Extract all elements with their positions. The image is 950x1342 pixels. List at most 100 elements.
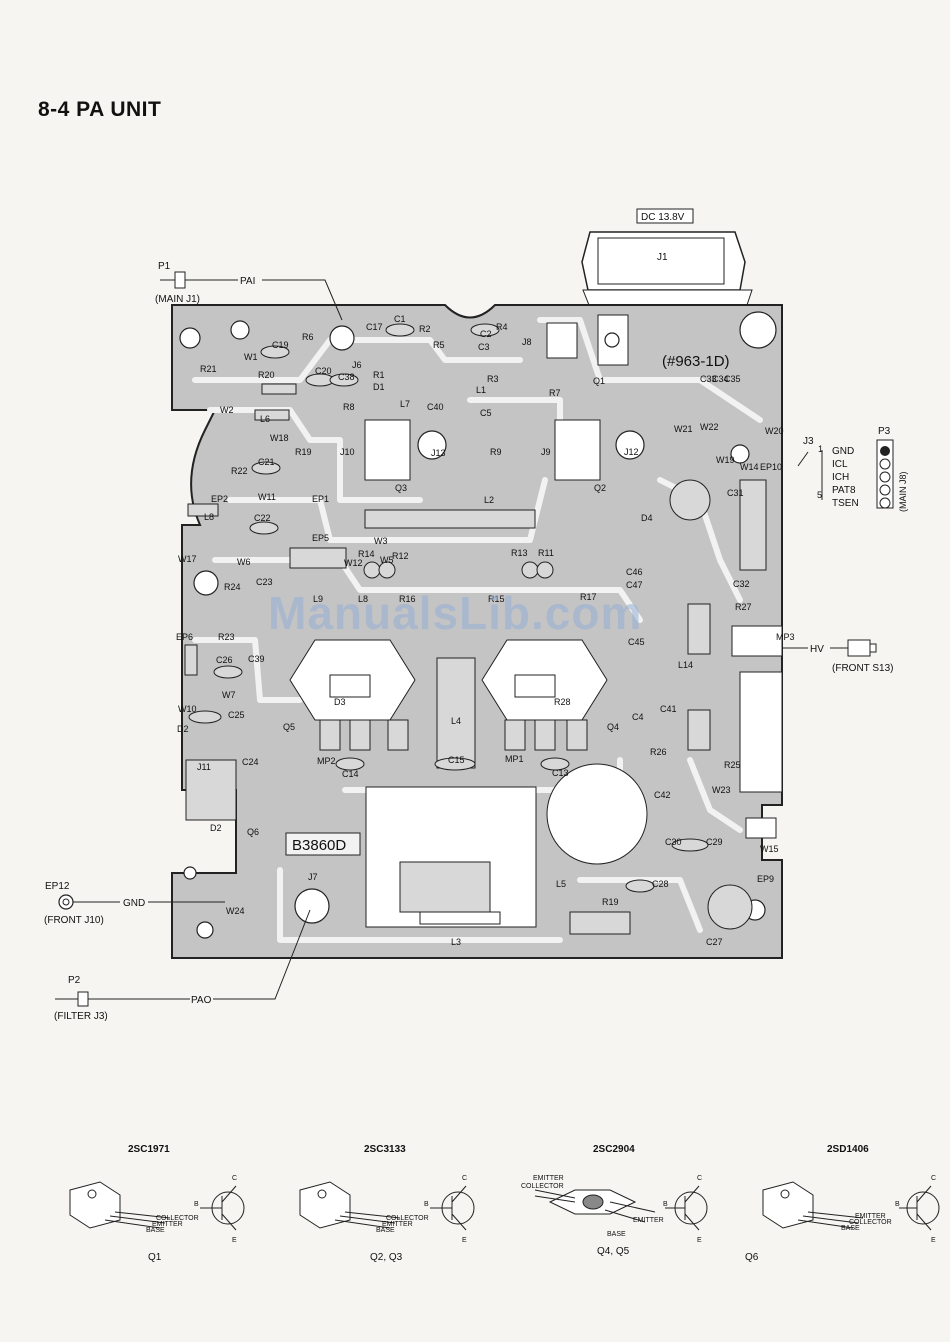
page-title: 8-4 PA UNIT [38,98,162,121]
svg-text:COLLECTOR: COLLECTOR [521,1183,564,1190]
svg-text:W19: W19 [716,455,735,465]
svg-text:L1: L1 [476,385,486,395]
svg-text:C: C [931,1175,936,1182]
svg-text:R3: R3 [487,374,499,384]
transistor-refs: Q2, Q3 [370,1252,403,1263]
svg-text:J8: J8 [522,337,532,347]
svg-text:R1: R1 [373,370,385,380]
connector-j3-p3: J3 P3 1 5 GND ICL ICH PAT8 TSEN (MAIN J8… [797,426,908,512]
svg-text:C39: C39 [248,654,265,664]
svg-text:C34: C34 [712,374,729,384]
svg-text:C41: C41 [660,704,677,714]
transistor-type: 2SC2904 [593,1144,635,1155]
svg-text:R13: R13 [511,548,528,558]
svg-text:COLLECTOR: COLLECTOR [156,1215,199,1222]
svg-text:C32: C32 [733,579,750,589]
svg-text:W11: W11 [258,492,276,502]
svg-text:R15: R15 [488,594,505,604]
svg-text:R19: R19 [295,447,312,457]
svg-text:C26: C26 [216,655,233,665]
svg-text:E: E [232,1237,237,1244]
svg-text:C17: C17 [366,322,383,332]
svg-text:D2: D2 [210,823,222,833]
transistor-package-icon: EMITTER COLLECTOR BASE C B E [762,1175,940,1244]
svg-text:(MAIN J8): (MAIN J8) [898,471,908,512]
connector-p1: P1 PAI (MAIN J1) [155,261,343,321]
svg-text:EMITTER: EMITTER [855,1213,886,1220]
svg-text:R20: R20 [258,370,275,380]
svg-text:PAO: PAO [191,995,212,1006]
svg-text:J3: J3 [803,436,814,447]
svg-text:C13: C13 [552,768,569,778]
svg-text:EP1: EP1 [312,494,329,504]
svg-text:D2: D2 [177,724,189,734]
watermark: ManualsLib.com [268,587,643,639]
svg-text:EP5: EP5 [312,533,329,543]
svg-text:GND: GND [832,446,854,457]
svg-text:C19: C19 [272,340,289,350]
transistor-package-icon: EMITTER COLLECTOR BASE EMITTER C B E [521,1175,708,1244]
connector-ep12: EP12 GND (FRONT J10) [44,881,225,926]
svg-text:EP12: EP12 [45,881,70,892]
svg-text:R22: R22 [231,466,248,476]
svg-text:W17: W17 [178,554,197,564]
svg-text:BASE: BASE [376,1227,395,1234]
svg-text:L14: L14 [678,660,693,670]
transistor-heatsink-pads [364,314,645,481]
svg-text:ICL: ICL [832,459,848,470]
mounting-holes [179,311,777,939]
svg-text:R26: R26 [650,747,667,757]
svg-text:R19: R19 [602,897,619,907]
board-code: (#963-1D) [662,353,730,370]
svg-text:C22: C22 [254,513,271,523]
svg-text:(FRONT J10): (FRONT J10) [44,915,104,926]
svg-text:(FRONT S13): (FRONT S13) [832,663,894,674]
svg-text:C29: C29 [706,837,723,847]
svg-text:EP9: EP9 [757,874,774,884]
svg-text:C40: C40 [427,402,444,412]
svg-text:R14: R14 [358,549,375,559]
svg-text:J12: J12 [624,447,639,457]
svg-text:EP2: EP2 [211,494,228,504]
svg-text:C42: C42 [654,790,671,800]
svg-text:(MAIN J1): (MAIN J1) [155,294,200,305]
svg-text:EMITTER: EMITTER [533,1175,564,1182]
svg-text:W5: W5 [380,555,394,565]
svg-text:Q4: Q4 [607,722,619,732]
svg-text:L2: L2 [484,495,494,505]
svg-text:C35: C35 [724,374,741,384]
svg-text:R27: R27 [735,602,752,612]
svg-text:B: B [194,1201,199,1208]
connector-p2: P2 PAO (FILTER J3) [54,909,311,1022]
svg-text:Q5: Q5 [283,722,295,732]
svg-text:W23: W23 [712,785,731,795]
transistor-type: 2SD1406 [827,1144,869,1155]
svg-text:Q1: Q1 [593,376,605,386]
svg-text:B: B [663,1201,668,1208]
svg-text:R6: R6 [302,332,314,342]
svg-text:R24: R24 [224,582,241,592]
svg-text:W12: W12 [344,558,363,568]
pa-transistors [289,639,608,769]
svg-text:Q2: Q2 [594,483,606,493]
jack-j1-label: J1 [657,252,668,263]
svg-text:L9: L9 [313,594,323,604]
svg-text:GND: GND [123,898,145,909]
svg-text:L8: L8 [204,512,214,522]
connector-hv: HV (FRONT S13) [782,639,894,674]
svg-text:MP3: MP3 [776,632,795,642]
svg-text:W2: W2 [220,405,234,415]
svg-text:PAI: PAI [240,276,255,287]
svg-text:W20: W20 [765,426,784,436]
svg-text:W6: W6 [237,557,251,567]
svg-text:R28: R28 [554,697,571,707]
svg-text:J11: J11 [197,762,211,772]
svg-text:C45: C45 [628,637,645,647]
svg-text:C25: C25 [228,710,245,720]
power-jack-j1: DC 13.8V J1 [581,208,753,321]
svg-text:W3: W3 [374,536,388,546]
svg-text:C20: C20 [315,366,332,376]
svg-text:EMITTER: EMITTER [382,1221,413,1228]
transistor-type: 2SC1971 [128,1144,170,1155]
transistor-package-icon: COLLECTOR EMITTER BASE C B E [69,1175,245,1244]
